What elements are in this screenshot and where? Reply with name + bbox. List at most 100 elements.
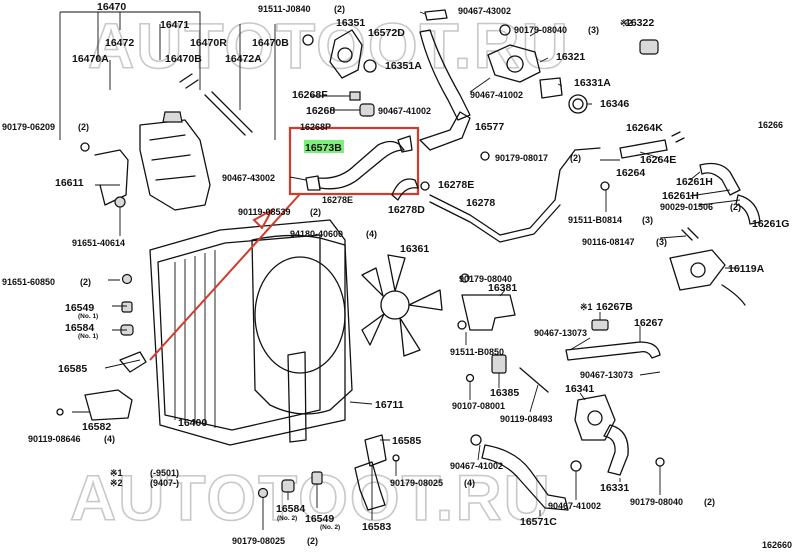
label-16585-left: 16585 [58, 363, 87, 375]
footnote-2-range: (9407-) [150, 478, 179, 488]
footnote-1-range: (-9501) [150, 468, 179, 478]
label-16470R: 16470R [190, 37, 227, 49]
label-16470B: 16470B [165, 53, 202, 65]
overflow-hose [204, 94, 246, 136]
gasket-16351A [363, 59, 377, 73]
hose-16267 [565, 341, 661, 361]
callout-leader-line [149, 193, 301, 361]
bracket-16582 [84, 389, 133, 421]
label-90467-41002-top: 90467-41002 [470, 90, 523, 100]
fan-bracket-16381 [461, 294, 516, 331]
water-outlet-16351 [329, 29, 363, 79]
label-90467-43002-top: 90467-43002 [458, 6, 511, 16]
label-90179-08025-bot: 90179-08025 [232, 536, 285, 546]
label-16341: 16341 [565, 383, 594, 395]
diagram-code-162660: 162660 [762, 540, 792, 550]
footnote-mark-1: ※1 [580, 302, 593, 312]
bolt-icon [80, 142, 90, 152]
label-90029-01506: 90029-01506 [660, 202, 713, 212]
label-16264: 16264 [616, 167, 645, 179]
cushion-16584-no2 [281, 479, 295, 493]
label-16322: 16322 [625, 17, 654, 29]
label-90179-06209: 90179-06209 [2, 122, 55, 132]
label-16261H-a: 16261H [676, 176, 713, 188]
label-16119A: 16119A [728, 263, 765, 275]
label-16268P: 16268P [300, 122, 331, 132]
label-16572D: 16572D [368, 27, 405, 39]
qty-4-c: (4) [464, 478, 475, 488]
clamp-16278E [420, 181, 430, 191]
bolt-90179-08040-mid [460, 273, 470, 283]
clamp-90467-41002-low [470, 434, 482, 446]
label-90179-08040-bot: 90179-08040 [630, 497, 683, 507]
label-91651-40614: 91651-40614 [72, 238, 125, 248]
label-16549-b: 16549 [305, 513, 334, 525]
label-16584-b: 16584 [276, 503, 305, 515]
label-16470: 16470 [97, 1, 126, 13]
label-16577: 16577 [475, 121, 504, 133]
hose-16264K [619, 139, 668, 159]
hose-16573B [317, 140, 405, 190]
reservoir-tank-group [59, 11, 276, 236]
label-16471: 16471 [160, 19, 189, 31]
label-90179-08025-mid: 90179-08025 [390, 478, 443, 488]
label-16549: 16549 [65, 302, 94, 314]
label-90179-08017: 90179-08017 [495, 153, 548, 163]
water-inlet-16321 [487, 44, 541, 83]
bolt-90179-08025 [257, 487, 269, 499]
bolt-91511-B0814 [600, 181, 610, 191]
hose-16572D [419, 29, 471, 121]
grommet-16549 [121, 301, 133, 313]
label-16267: 16267 [634, 317, 663, 329]
label-16268: 16268 [306, 105, 335, 117]
label-16278: 16278 [466, 197, 495, 209]
label-16351: 16351 [336, 17, 365, 29]
label-90467-41002-bot: 90467-41002 [548, 501, 601, 511]
label-16573B: 16573B [305, 142, 342, 154]
thermostat-housing-16331A [539, 77, 563, 99]
pipe-16278 [429, 147, 601, 236]
label-16611: 16611 [55, 177, 84, 189]
no2-b: (No. 2) [320, 524, 340, 531]
radiator-side-tank [287, 351, 307, 443]
cooling-fan-16361 [361, 254, 443, 357]
label-16470B-top: 16470B [252, 37, 289, 49]
bolt-90179-08017 [480, 151, 490, 161]
label-16278E: 16278E [438, 179, 474, 191]
label-16321: 16321 [556, 51, 585, 63]
qty-2-g: (2) [730, 202, 741, 212]
label-90107-08001: 90107-08001 [452, 401, 505, 411]
label-94180-40600: 94180-40600 [290, 229, 343, 239]
label-16400: 16400 [178, 417, 207, 429]
watermark-top: AUTOTOOT.RU [88, 10, 570, 82]
no2-a: (No. 2) [277, 515, 297, 522]
label-16278D: 16278D [388, 204, 425, 216]
gasket-16346 [568, 94, 588, 114]
label-16472: 16472 [105, 37, 134, 49]
label-90467-41002-low: 90467-41002 [450, 461, 503, 471]
label-90116-08147: 90116-08147 [582, 237, 635, 247]
watermark-bottom: AUTOTOOT.RU [70, 462, 552, 534]
reservoir-tank [139, 119, 211, 211]
gasket-16267B [591, 319, 609, 331]
hose-16278D [391, 178, 419, 201]
label-90179-08040-top: 90179-08040 [514, 25, 567, 35]
qty-2-b: (2) [80, 277, 91, 287]
hose-16331 [603, 424, 629, 476]
label-90119-08493: 90119-08493 [500, 414, 553, 424]
label-16261G: 16261G [752, 218, 789, 230]
label-16261H-b: 16261H [662, 190, 699, 202]
footnote-mark-2: ※2 [620, 18, 633, 28]
fan-shroud-16711 [251, 234, 353, 415]
plug-16268 [359, 103, 375, 117]
bracket-16583 [354, 461, 386, 511]
label-16278E-small: 16278E [322, 195, 353, 205]
label-16267B: 16267B [596, 301, 633, 313]
no1-b: (No. 1) [78, 333, 98, 340]
water-pump-inlet-16341 [574, 394, 616, 441]
label-16266: 16266 [758, 120, 783, 130]
label-16351A: 16351A [385, 60, 422, 72]
reservoir-cap [162, 111, 183, 123]
pulley-16385 [491, 354, 507, 374]
lower-hose-16571C [481, 444, 569, 511]
